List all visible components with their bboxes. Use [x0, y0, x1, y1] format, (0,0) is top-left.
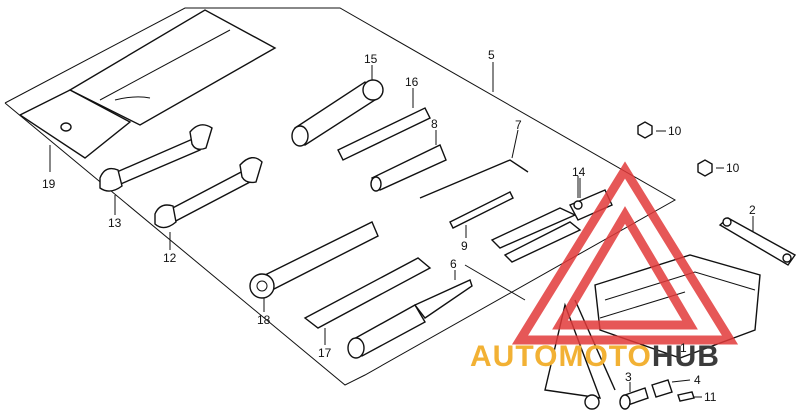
nut-10-b	[697, 159, 724, 177]
pliers-14	[490, 178, 613, 263]
callout-11: 11	[704, 390, 717, 404]
tool-bag	[18, 9, 277, 172]
open-end-wrench-13	[99, 124, 213, 215]
handle-bar-16	[337, 88, 431, 161]
callout-7: 7	[515, 118, 522, 132]
callout-5: 5	[488, 48, 495, 62]
screwdriver-9	[449, 191, 514, 238]
callout-16: 16	[405, 75, 419, 89]
collar-4	[651, 379, 691, 398]
callout-14: 14	[572, 165, 586, 179]
screwdriver-handle-8	[370, 130, 447, 192]
callout-6: 6	[450, 257, 457, 271]
box-spanner-15	[291, 65, 384, 147]
callout-18: 18	[257, 313, 271, 327]
flat-bar-17	[303, 257, 432, 345]
callout-2: 2	[749, 203, 756, 217]
combination-wrench-18	[249, 221, 379, 312]
nut-10-a	[637, 121, 666, 139]
strap	[544, 299, 616, 410]
screwdriver-shaft-7	[419, 129, 529, 199]
callout-19: 19	[42, 177, 56, 191]
callout-8: 8	[431, 117, 438, 131]
callout-10b: 10	[726, 161, 740, 175]
callout-3: 3	[625, 370, 632, 384]
bracket-2	[718, 216, 797, 266]
callout-1: 1	[680, 341, 687, 355]
bolt-3	[619, 382, 649, 410]
watermark: AUTOMOTOHUB	[470, 161, 739, 373]
watermark-text: AUTOMOTOHUB	[470, 340, 720, 373]
open-end-wrench-12	[154, 157, 263, 250]
callout-13: 13	[108, 216, 122, 230]
callouts: 1 2 3 4 5 6 7 8 9 10 10 11 12 13 14 15 1…	[42, 48, 756, 404]
kit-outline	[4, 7, 677, 386]
callout-10a: 10	[668, 124, 682, 138]
watermark-automoto: AUTOMOTO	[470, 340, 652, 373]
watermark-hub: HUB	[652, 340, 720, 373]
callout-17: 17	[318, 346, 332, 360]
callout-4: 4	[694, 373, 701, 387]
callout-12: 12	[163, 251, 177, 265]
callout-9: 9	[461, 239, 468, 253]
spark-plug-wrench-6	[347, 270, 473, 359]
screw-11	[677, 391, 702, 402]
callout-15: 15	[364, 52, 378, 66]
